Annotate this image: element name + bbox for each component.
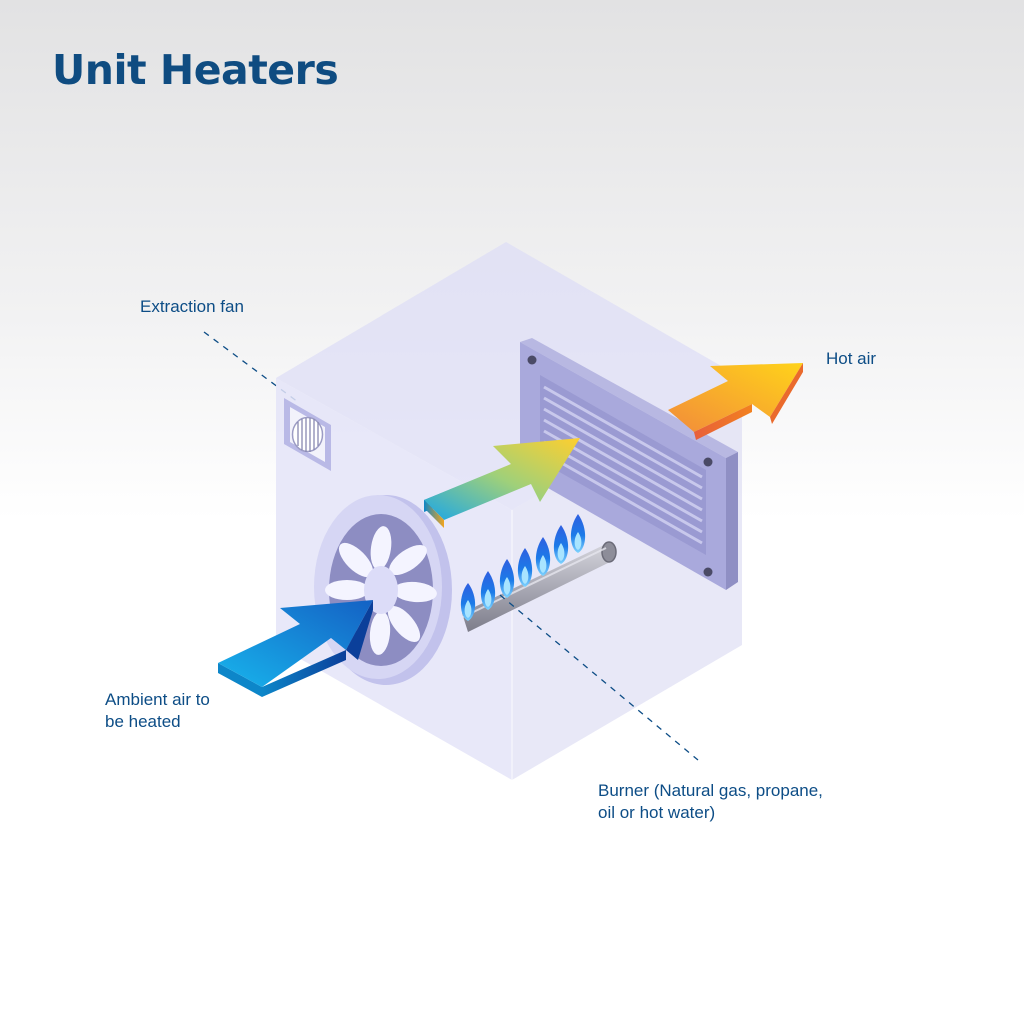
- burner-flames: [460, 514, 586, 621]
- warming-air-arrow: [424, 438, 580, 528]
- flame-icon: [553, 525, 569, 564]
- hot-air-arrow: [668, 363, 803, 440]
- flame-icon: [480, 571, 496, 610]
- vent-screw: [703, 457, 713, 467]
- flame-icon: [535, 537, 551, 576]
- vent-screw: [703, 567, 713, 577]
- ambient-air-arrow: [218, 600, 373, 697]
- ambient-air-label-line2: be heated: [105, 712, 181, 731]
- flame-icon: [499, 559, 515, 598]
- extraction-fan: [284, 398, 331, 471]
- page-title: Unit Heaters: [52, 46, 339, 94]
- ambient-air-label-line1: Ambient air to: [105, 690, 210, 709]
- flame-icon: [517, 548, 533, 587]
- burner-label-line1: Burner (Natural gas, propane,: [598, 781, 823, 800]
- burner-label-line2: oil or hot water): [598, 803, 716, 822]
- flame-icon: [460, 583, 476, 621]
- burner-label: Burner (Natural gas, propane, oil or hot…: [598, 780, 823, 824]
- flame-icon: [570, 514, 586, 553]
- vent-screw: [527, 355, 537, 365]
- ambient-air-label: Ambient air to be heated: [105, 689, 210, 733]
- extraction-fan-label: Extraction fan: [140, 297, 244, 316]
- hot-air-label: Hot air: [826, 349, 877, 368]
